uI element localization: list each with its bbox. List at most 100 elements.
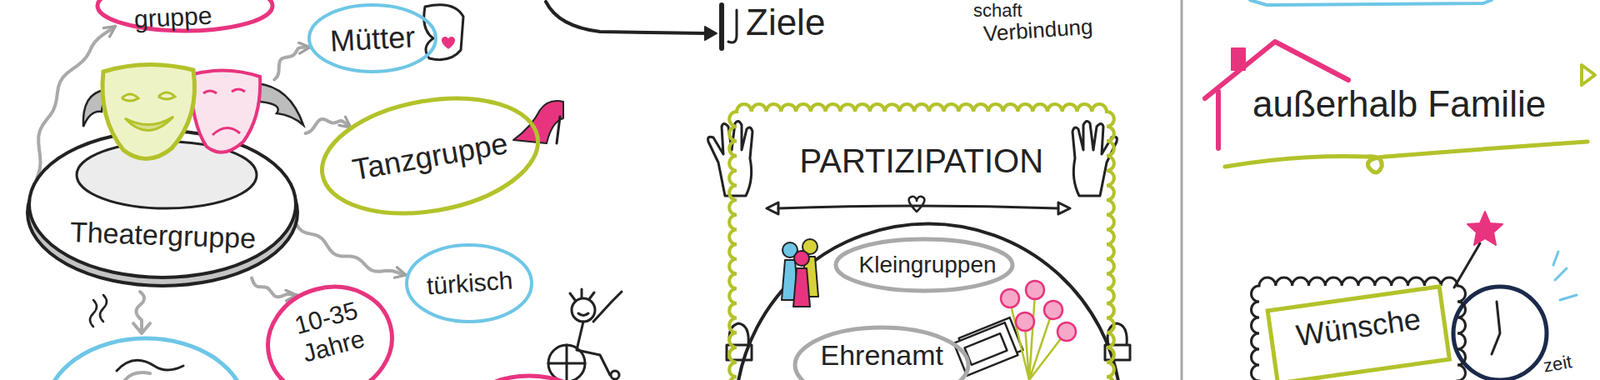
- partial-ellipse: [45, 338, 246, 380]
- down-arrow: [135, 291, 145, 330]
- label-holder: Verbindung: [983, 18, 1094, 44]
- hand-icons: [708, 120, 1130, 360]
- heading-text: PARTIZIPATION: [800, 141, 1045, 180]
- double-arrow: [766, 202, 779, 215]
- wheelchair-figure: [576, 321, 610, 375]
- clock-icon: [1553, 251, 1577, 300]
- outline-ellipse: [255, 273, 405, 380]
- steam-lines: [100, 295, 107, 322]
- star-wand: [1454, 211, 1503, 288]
- outline-ellipse: [835, 239, 1013, 291]
- outline-ellipse: [313, 82, 548, 229]
- flowers: [1010, 293, 1065, 380]
- wish-cloud: Wünsche: [1248, 275, 1469, 380]
- participation-frame: PARTIZIPATION KleingruppenEhrenamt: [726, 101, 1117, 380]
- clock-icon: [1453, 251, 1577, 380]
- wheelchair-figure: [548, 289, 622, 380]
- flowers: [1015, 312, 1035, 331]
- theater-masks: [121, 92, 175, 101]
- flowers: [1025, 280, 1045, 300]
- node-text: Mütter: [329, 19, 416, 59]
- goal-arrow: [719, 5, 725, 49]
- wheelchair-figure: [593, 291, 622, 322]
- goal-arrow: [545, 1, 705, 34]
- group-ellipse: Ehrenamt: [790, 323, 973, 380]
- note-label: Verbindung: [982, 14, 1094, 47]
- theater-masks: [125, 116, 174, 131]
- flowers: [1057, 322, 1076, 341]
- house-icon: [1215, 91, 1221, 149]
- people-icon: [793, 268, 810, 307]
- group-ellipse: 10-35 Jahre: [263, 283, 397, 380]
- money-icon: [954, 322, 1019, 376]
- node-text: Ehrenamt: [820, 339, 944, 372]
- theater-masks: [102, 64, 195, 159]
- underline-squiggle: [1225, 141, 1588, 173]
- flowers: [1044, 300, 1063, 320]
- double-arrow: [1058, 202, 1070, 215]
- node-text: gruppe: [133, 0, 213, 34]
- outline-ellipse: [309, 5, 436, 72]
- steam-lines: [90, 300, 97, 327]
- people-icon: [781, 239, 819, 307]
- node-text: Kleingruppen: [859, 251, 997, 279]
- group-ellipse: Kleingruppen: [831, 235, 1017, 295]
- group-ellipse: türkisch: [403, 241, 535, 325]
- goal-arrow: [728, 10, 737, 43]
- money-icon: [965, 333, 1008, 365]
- goal-arrow: [545, 1, 737, 49]
- label-holder: außerhalb Familie: [1252, 83, 1546, 126]
- node-text: 10-35 Jahre: [282, 293, 378, 371]
- arc-line: [736, 223, 1120, 380]
- note-label: zeit: [1541, 350, 1574, 377]
- partial-ellipse: [45, 338, 246, 380]
- wheelchair-figure: [548, 345, 585, 380]
- connector-arrow: [251, 278, 297, 298]
- partial-ellipse: [466, 375, 592, 380]
- connector-arrow: [294, 220, 406, 275]
- theater-masks: [83, 64, 304, 159]
- wheelchair-figure: [610, 370, 620, 380]
- clock-icon: [1491, 301, 1500, 355]
- heading-label: außerhalb Familie: [1252, 83, 1546, 126]
- theater-masks: [256, 83, 304, 125]
- theater-masks: [190, 70, 260, 152]
- theater-masks: [203, 89, 245, 135]
- outline-ellipse: [795, 327, 969, 380]
- note-label: schaft: [973, 0, 1023, 21]
- label-holder: zeit: [1543, 353, 1572, 375]
- cyan-partial: [1250, 0, 1492, 5]
- goal-arrow: [705, 26, 717, 40]
- label-holder: schaft: [973, 0, 1023, 21]
- flowers: [1000, 289, 1020, 308]
- underline-squiggle: [1581, 65, 1595, 85]
- flowers: [1000, 280, 1076, 380]
- double-arrow: [909, 196, 925, 212]
- node-text: Theatergruppe: [69, 215, 256, 255]
- clock-icon: [1453, 286, 1547, 380]
- people-icon: [794, 250, 810, 266]
- wheelchair-figure: [578, 313, 589, 316]
- group-ellipse: Mütter: [305, 1, 440, 75]
- inner-frame: [1267, 286, 1450, 380]
- node-text: Tanzgruppe: [350, 125, 510, 186]
- star-wand: [1454, 243, 1480, 288]
- divider: [1181, 0, 1183, 380]
- cyan-partial: [1250, 0, 1492, 5]
- node-text: türkisch: [425, 265, 514, 301]
- divider: [1180, 0, 1184, 380]
- partial-ellipse: [116, 360, 184, 371]
- group-ellipse: gruppe: [93, 0, 277, 35]
- down-arrow: [133, 291, 150, 334]
- partial-ellipse: [466, 375, 592, 380]
- shoe-icon: [556, 116, 560, 144]
- theater-ring: Theatergruppe: [25, 51, 309, 285]
- double-arrow: [778, 205, 1059, 209]
- down-arrow: [133, 323, 150, 334]
- steam-lines: [90, 295, 107, 327]
- wheelchair-figure: [570, 289, 595, 300]
- wheelchair-figure: [571, 298, 595, 322]
- outline-ellipse: [406, 245, 532, 322]
- star-wand: [1467, 211, 1503, 245]
